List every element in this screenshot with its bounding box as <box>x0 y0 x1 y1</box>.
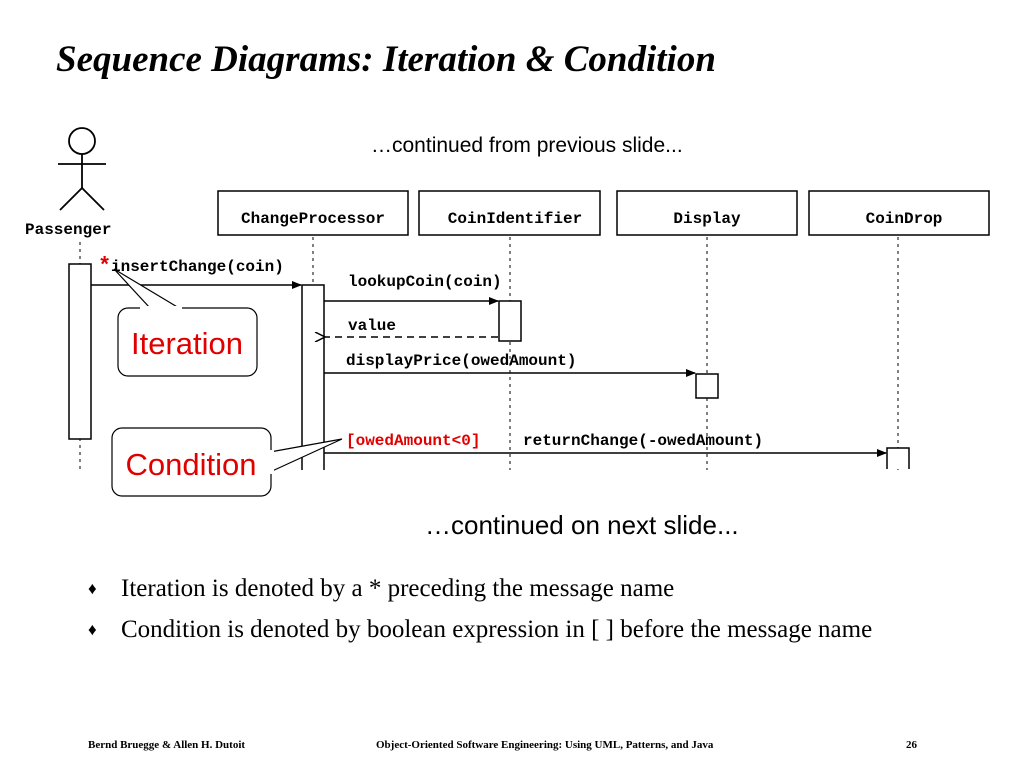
bullet-text: Iteration is denoted by a * preceding th… <box>121 575 675 602</box>
object-coindrop: CoinDrop <box>808 190 990 236</box>
footer-book-title: Object-Oriented Software Engineering: Us… <box>376 739 714 751</box>
bullet-item: ♦ Condition is denoted by boolean expres… <box>88 615 928 644</box>
activation-coinidentifier <box>498 300 522 342</box>
bullet-list: ♦ Iteration is denoted by a * preceding … <box>88 574 928 656</box>
diamond-bullet-icon: ♦ <box>88 620 97 639</box>
iteration-marker: * <box>98 254 111 279</box>
passenger-actor-icon <box>58 127 106 211</box>
object-label: ChangeProcessor <box>241 210 385 228</box>
message-label-returnchange: returnChange(-owedAmount) <box>523 432 763 450</box>
slide-title: Sequence Diagrams: Iteration & Condition <box>56 39 716 80</box>
bullet-text: Condition is denoted by boolean expressi… <box>121 616 873 643</box>
continued-on-note: …continued on next slide... <box>425 510 739 540</box>
condition-callout: Condition <box>111 427 343 497</box>
actor-label: Passenger <box>25 221 111 239</box>
footer-page-number: 26 <box>906 739 917 751</box>
return-label-value: value <box>348 317 396 335</box>
object-label: Display <box>673 210 741 228</box>
iteration-callout-text: Iteration <box>131 326 243 361</box>
message-label-displayprice: displayPrice(owedAmount) <box>346 352 576 370</box>
message-label-lookupcoin: lookupCoin(coin) <box>348 273 502 291</box>
diamond-bullet-icon: ♦ <box>88 579 97 598</box>
object-changeprocessor: ChangeProcessor <box>217 190 409 236</box>
bullet-item: ♦ Iteration is denoted by a * preceding … <box>88 574 928 603</box>
activation-display <box>695 373 719 399</box>
condition-guard: [owedAmount<0] <box>346 432 480 450</box>
object-label: CoinIdentifier <box>448 210 582 228</box>
object-display: Display <box>616 190 798 236</box>
activation-passenger <box>68 263 92 440</box>
activation-changeprocessor <box>301 284 325 496</box>
activation-coindrop <box>886 447 910 469</box>
message-label-insertchange: insertChange(coin) <box>111 258 284 276</box>
object-coinidentifier: CoinIdentifier <box>418 190 601 236</box>
object-label: CoinDrop <box>866 210 943 228</box>
continued-from-note: …continued from previous slide... <box>371 134 683 157</box>
condition-callout-text: Condition <box>126 447 257 482</box>
iteration-callout: Iteration <box>113 268 258 377</box>
footer-authors: Bernd Bruegge & Allen H. Dutoit <box>88 739 246 751</box>
